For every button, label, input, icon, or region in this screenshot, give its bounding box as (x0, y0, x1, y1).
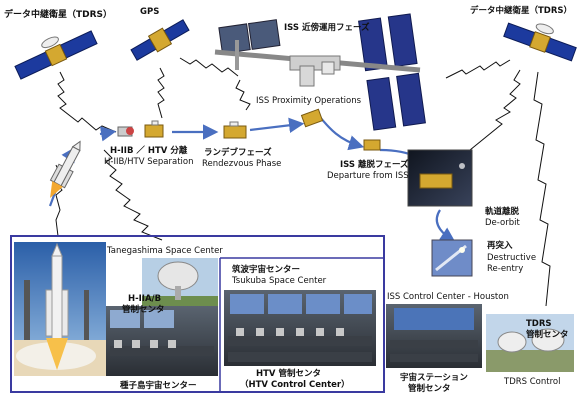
label-htv-control-en: （HTV Control Center） (240, 379, 350, 390)
iss-station-icon (214, 13, 426, 131)
label-htv-control-jp: HTV 管制センタ (256, 368, 321, 379)
label-space-station-2: 管制センタ (408, 383, 451, 394)
label-tanegashima-en: Tanegashima Space Center (106, 246, 223, 256)
label-space-station-1: 宇宙ステーション (400, 372, 468, 383)
houston-control-photo (386, 304, 482, 368)
htv-rendezvous-icon (223, 121, 247, 139)
label-tsukuba-en: Tsukuba Space Center (231, 276, 327, 286)
label-tdrs-right: データ中継衛星（TDRS） (470, 5, 572, 16)
launch-photo (14, 242, 106, 376)
htv-proximity-icon (300, 108, 324, 128)
label-h2a-center-2: 管制センタ (122, 304, 165, 315)
label-tanegashima-jp: 種子島宇宙センター (120, 380, 197, 391)
arrow-rendezvous-to-proximity (249, 117, 305, 133)
h2a-control-room-photo (106, 306, 218, 376)
tdrs-right-satellite-icon (503, 22, 577, 62)
tdrs-ground-photo (486, 314, 574, 372)
reentry-image (431, 239, 473, 277)
label-deorbit-en: De-orbit (485, 218, 520, 228)
link-tdrs-right-to-departure (469, 69, 521, 151)
label-tsukuba-jp: 筑波宇宙センター (232, 264, 300, 275)
htv-departure-icon (363, 139, 381, 151)
label-tdrs-left: データ中継衛星（TDRS） (4, 8, 112, 20)
label-rendezvous-jp: ランデブフェーズ (204, 147, 272, 158)
label-reentry-en2: Re-entry (487, 264, 523, 274)
arrow-proximity-to-departure (315, 111, 365, 151)
h2b-rocket-ascent-icon (49, 140, 81, 199)
deorbit-image (407, 149, 473, 207)
link-gps-to-separation (157, 67, 165, 119)
comm-links (53, 57, 551, 307)
label-reentry-en1: Destructive (487, 253, 536, 263)
arrow-deorbit-to-reentry (435, 209, 456, 243)
link-iss-to-proximity (235, 79, 251, 111)
label-tdrs-control: TDRS Control (503, 377, 560, 387)
label-h2a-center-1: H-IIA/B (128, 294, 161, 304)
label-iss-houston: ISS Control Center - Houston (387, 292, 509, 302)
label-reentry-jp: 再突入 (487, 240, 513, 251)
link-tdrs-right-to-ground (533, 71, 551, 307)
label-iss-proximity-en: ISS Proximity Operations (256, 96, 362, 106)
label-separation-en: H-IIB/HTV Separation (104, 157, 193, 167)
japan-ground-frame (10, 235, 385, 393)
label-gps: GPS (140, 7, 159, 17)
label-separation-jp: H-IIB ／ HTV 分離 (110, 145, 188, 156)
htv-separation-icon (117, 120, 164, 138)
htv-control-room-photo (224, 290, 376, 366)
link-gps-to-iss (179, 57, 239, 77)
label-tdrs-center-1: TDRS (526, 319, 552, 329)
label-tdrs-center-2: 管制センタ (526, 329, 569, 340)
arrow-to-separation (99, 126, 117, 142)
label-departure-jp: ISS 離脱フェーズ (340, 159, 409, 170)
tdrs-left-satellite-icon (14, 30, 98, 80)
link-tdrs-right-to-iss (445, 59, 511, 79)
label-deorbit-jp: 軌道離脱 (485, 206, 520, 217)
label-iss-proximity-jp: ISS 近傍運用フェーズ (284, 22, 370, 33)
label-rendezvous-en: Rendezvous Phase (202, 159, 281, 169)
link-separation-to-ground (103, 149, 163, 241)
label-departure-en: Departure from ISS (327, 171, 409, 181)
gps-satellite-icon (130, 19, 190, 61)
link-tdrs-left-to-separation (57, 71, 117, 133)
